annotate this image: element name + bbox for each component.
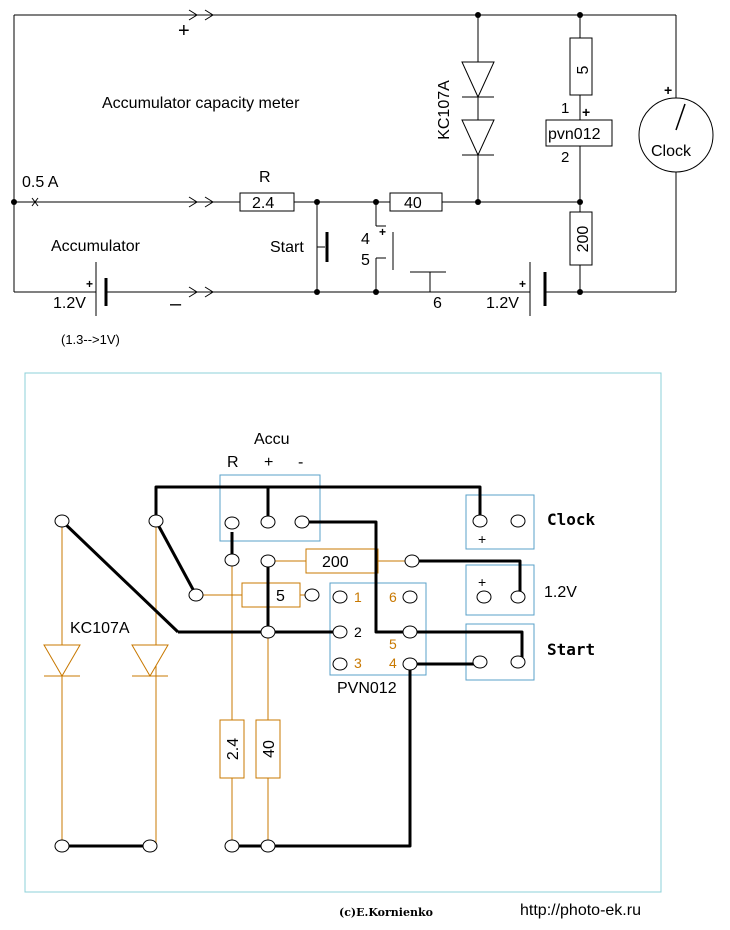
start-label: Start — [270, 239, 304, 256]
pin-4-plus: + — [379, 225, 386, 239]
pvn-label: PVN012 — [337, 680, 397, 697]
pvn-pin-1: 1 — [354, 589, 362, 605]
site-url: http://photo-ek.ru — [520, 902, 641, 919]
diode-label: KC107A — [436, 80, 453, 140]
accu-plus: + — [86, 277, 93, 291]
board-start-label: Start — [547, 640, 595, 659]
resistor-2-4-value: 2.4 — [252, 195, 274, 212]
clock-plus: + — [664, 82, 672, 98]
accu-title: Accu — [254, 431, 290, 448]
pvn-pin-6: 6 — [389, 589, 397, 605]
pvn-pin-4: 4 — [389, 655, 397, 671]
battery2-voltage: 1.2V — [486, 295, 519, 312]
accu-range: (1.3-->1V) — [61, 332, 120, 347]
accumulator-label: Accumulator — [51, 238, 141, 255]
current-label: 0.5 A — [22, 174, 59, 191]
resistor-40-value: 40 — [404, 195, 422, 212]
board-v12-label: 1.2V — [544, 584, 577, 601]
schematic-title: Accumulator capacity meter — [102, 95, 300, 112]
resistor-200-value: 200 — [575, 226, 592, 253]
relay-label: pvn012 — [548, 126, 601, 143]
board-r40-label: 40 — [261, 740, 278, 758]
board-clock-plus: + — [478, 531, 486, 547]
clock-label: Clock — [651, 143, 692, 160]
relay-plus: + — [582, 104, 590, 120]
accu-minus-label: - — [298, 454, 303, 471]
board-connector-boxes — [219, 474, 535, 681]
accu-plus-label: + — [264, 454, 273, 471]
board-frame — [24, 372, 662, 893]
accu-voltage: 1.2V — [53, 295, 86, 312]
board-component-traces — [43, 521, 412, 846]
copyright: (c)E.Kornienko — [339, 906, 433, 919]
battery2-plus: + — [519, 277, 526, 291]
board-pads — [54, 514, 526, 853]
pin-6-label: 6 — [433, 295, 442, 312]
board-diode-label: KC107A — [70, 620, 130, 637]
resistor-5-value: 5 — [575, 65, 592, 74]
pin-5-label: 5 — [361, 252, 370, 269]
board-r200-label: 200 — [322, 554, 349, 571]
schematic-nodes — [11, 12, 583, 295]
pvn-pin-2: 2 — [354, 624, 362, 640]
resistor-r-label: R — [259, 169, 271, 186]
board-v12-plus: + — [478, 574, 486, 590]
plus-sign: + — [178, 20, 190, 42]
minus-sign: – — [170, 293, 182, 315]
board-clock-label: Clock — [547, 510, 596, 529]
pvn-pin-3: 3 — [354, 655, 362, 671]
pvn-pin-5: 5 — [389, 636, 397, 652]
accu-r-label: R — [227, 454, 239, 471]
pin-4-label: 4 — [361, 231, 370, 248]
board-r5-label: 5 — [276, 588, 285, 605]
schematic — [13, 9, 714, 316]
board-wires — [60, 485, 524, 848]
relay-pin-2: 2 — [561, 149, 569, 166]
relay-pin-1: 1 — [561, 100, 569, 117]
board-r24-label: 2.4 — [225, 738, 242, 760]
